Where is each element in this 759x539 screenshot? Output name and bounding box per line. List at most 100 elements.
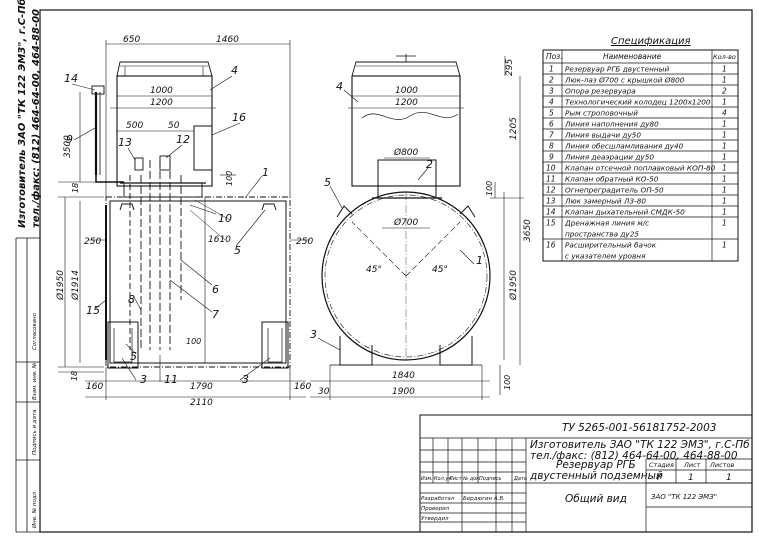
spec-name: Люк замерный ЛЗ-80 — [564, 197, 646, 206]
side-well-lid — [116, 61, 213, 77]
spec-pos: 5 — [549, 109, 554, 118]
dim-label: 100 — [225, 171, 234, 186]
col-header: Кол.уч — [434, 476, 451, 482]
callout-13: 13 — [118, 136, 132, 149]
side-stamp-line1: Изготовитель ЗАО "ТК 122 ЭМЗ", г.С-Пб — [16, 0, 28, 228]
role-label: Разработал — [421, 496, 455, 502]
stage-header: Листов — [709, 461, 734, 469]
col-header: № док. — [462, 476, 481, 482]
maker-line2: тел./факс: (812) 464-64-00, 464-88-00 — [530, 450, 738, 462]
callout-2: 2 — [426, 158, 433, 171]
end-dim-labels: 1000 1200 295 1205 Ø800 Ø700 100 3650 Ø1… — [318, 59, 533, 397]
spec-qty: 1 — [722, 219, 727, 228]
callout-5b: 5 — [130, 350, 137, 363]
stage-value: 1 — [726, 473, 732, 483]
dim-label: Ø1950 — [508, 270, 519, 301]
margin-label: Согласовано — [32, 312, 38, 350]
dim-label: 295 — [505, 59, 515, 76]
side-stamp-line2: тел./факс: (812) 464-64-00, 464-88-00 — [30, 9, 42, 228]
spec-pos: 8 — [549, 142, 554, 151]
spec-header: Поз. — [546, 52, 563, 61]
end-callouts: 4 2 5 1 3 — [310, 80, 483, 341]
title-block-text: ТУ 5265-001-56181752-2003 Изготовитель З… — [421, 422, 750, 522]
spec-header: Кол-во — [713, 53, 736, 61]
dim-label: Ø1914 — [70, 270, 81, 301]
spec-name: Клапан отсечной поплавковый КОП-80 — [565, 164, 716, 173]
stage-value: 1 — [688, 473, 694, 483]
dim-label: 1840 — [392, 371, 415, 381]
side-expansion-tank — [193, 125, 213, 171]
dim-label: 1460 — [216, 35, 239, 45]
margin-label: Инв. № подл. — [32, 490, 38, 528]
dim-label: Ø1950 — [55, 270, 66, 301]
callout-15: 15 — [86, 304, 100, 317]
dim-label: 3650 — [523, 219, 533, 242]
dim-label: 160 — [294, 382, 311, 392]
spec-pos: 15 — [546, 219, 556, 228]
developer-name: Бердюгин А.В. — [463, 496, 505, 502]
callout-16: 16 — [232, 111, 246, 124]
side-support-right — [261, 321, 289, 369]
dim-label: Ø700 — [393, 217, 419, 228]
side-stamp: Изготовитель ЗАО "ТК 122 ЭМЗ", г.С-Пб те… — [16, 0, 42, 228]
spec-name: Опора резервуара — [565, 87, 636, 96]
spec-name: Рым строповочный — [565, 109, 638, 118]
dim-label: 18 — [70, 371, 79, 381]
spec-pos: 16 — [546, 241, 556, 250]
spec-qty: 1 — [722, 120, 727, 129]
end-well — [351, 75, 461, 187]
title-block — [419, 414, 753, 533]
spec-qty: 4 — [722, 109, 727, 118]
dim-label: Ø800 — [393, 147, 419, 158]
spec-pos: 2 — [549, 76, 554, 85]
dim-label: 250 — [84, 237, 101, 247]
col-header: Дата — [513, 476, 527, 482]
spec-qty: 1 — [722, 208, 727, 217]
doc-code: ТУ 5265-001-56181752-2003 — [562, 422, 716, 434]
dim-label: 160 — [86, 382, 103, 392]
side-tank-inner — [109, 200, 287, 364]
dim-label: 1205 — [509, 117, 519, 140]
spec-name: Расширительный бачок — [565, 241, 657, 250]
stage-header: Стадия — [649, 461, 674, 469]
dim-label: 1900 — [392, 387, 415, 397]
end-dimensions — [310, 56, 524, 400]
dim-label: 1000 — [395, 86, 418, 96]
dim-label: 50 — [168, 121, 180, 131]
view-name: Общий вид — [565, 493, 627, 505]
callout-1: 1 — [476, 254, 483, 267]
callout-10: 10 — [218, 212, 232, 225]
callout-5: 5 — [324, 176, 331, 189]
spec-pos: 11 — [546, 175, 556, 184]
side-breather-valve — [91, 85, 105, 95]
end-view — [321, 54, 491, 366]
maker-line1: Изготовитель ЗАО "ТК 122 ЭМЗ", г.С-Пб — [530, 439, 750, 451]
spec-qty: 1 — [722, 153, 727, 162]
spec-qty: 1 — [722, 186, 727, 195]
callout-3: 3 — [310, 328, 317, 341]
spec-qty: 1 — [722, 197, 727, 206]
callout-6: 6 — [212, 283, 219, 296]
spec-name: Линия обесшламливания ду40 — [564, 142, 684, 151]
dim-label: 45° — [366, 265, 382, 275]
left-margin: Согласовано Взам. инв. № Подпись и дата … — [15, 237, 40, 533]
side-callouts: 14 9 4 16 13 12 1 10 5 6 7 8 15 5 3 11 3 — [64, 64, 269, 386]
spec-name: Линия деаэрации ду50 — [564, 153, 654, 162]
dim-label: 1000 — [150, 86, 173, 96]
spec-name-cont: пространства ду25 — [565, 230, 639, 239]
dim-label: 1790 — [190, 382, 213, 392]
spec-title: Спецификация — [611, 36, 691, 47]
dim-label: 100 — [485, 181, 494, 196]
stage-value: Р — [657, 473, 663, 483]
side-dim-labels: 650 1460 1000 1200 500 50 3500 18 Ø1950 … — [55, 35, 313, 408]
side-neck — [123, 182, 203, 198]
spec-qty: 1 — [722, 76, 727, 85]
spec-header: Наименование — [603, 52, 662, 61]
margin-label: Взам. инв. № — [32, 362, 38, 400]
side-lifting-lug — [261, 203, 277, 211]
dim-label: 650 — [123, 35, 140, 45]
dim-label: 500 — [126, 121, 143, 131]
spec-qty: 1 — [722, 142, 727, 151]
